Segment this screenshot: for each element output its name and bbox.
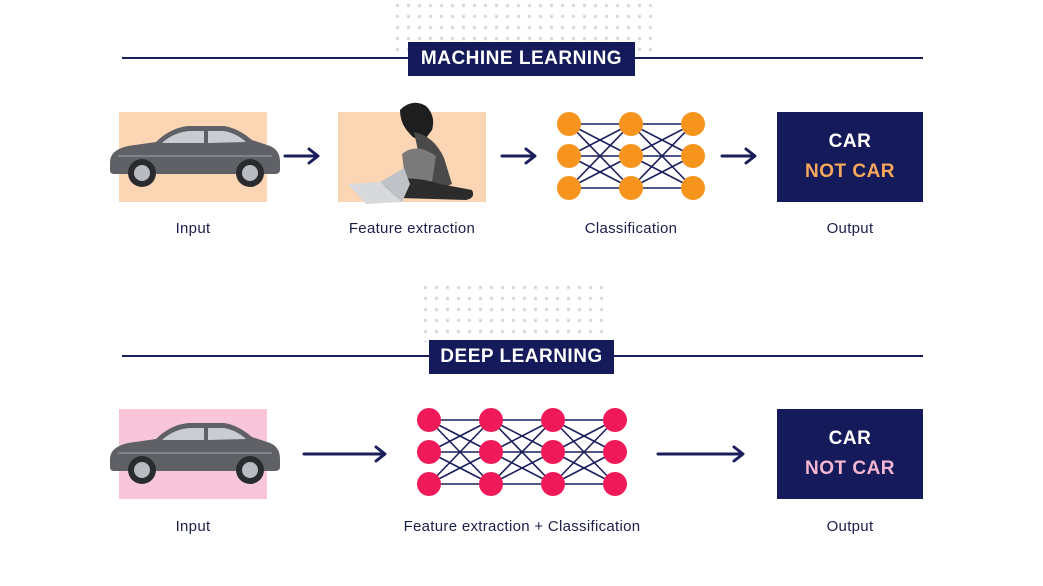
dl-feature-classification-label: Feature extraction + Classification bbox=[403, 518, 641, 535]
person-with-laptop-icon bbox=[348, 102, 474, 204]
ml-output-box: CAR NOT CAR bbox=[777, 112, 923, 202]
ml-output-car: CAR bbox=[828, 131, 872, 152]
dl-output-not-car: NOT CAR bbox=[804, 458, 896, 479]
dl-output-car: CAR bbox=[828, 428, 872, 449]
ml-input-label: Input bbox=[175, 220, 211, 237]
arrow-right-icon bbox=[500, 147, 537, 165]
dl-output-label: Output bbox=[826, 518, 874, 535]
ml-car-icon bbox=[110, 126, 280, 187]
ml-feature-label: Feature extraction bbox=[348, 220, 476, 237]
ml-section-title-text: MACHINE LEARNING bbox=[420, 48, 623, 69]
dl-input-label: Input bbox=[175, 518, 211, 535]
dot-pattern-middle bbox=[420, 282, 610, 342]
dl-section-title: DEEP LEARNING bbox=[429, 340, 614, 374]
dl-section-title-text: DEEP LEARNING bbox=[440, 346, 603, 367]
arrow-right-icon bbox=[720, 147, 757, 165]
arrow-right-icon bbox=[283, 147, 320, 165]
dl-output-box: CAR NOT CAR bbox=[777, 409, 923, 499]
dl-neural-network-icon bbox=[417, 408, 627, 496]
dl-car-icon bbox=[110, 423, 280, 484]
arrow-right-icon bbox=[656, 445, 745, 463]
ml-section-title: MACHINE LEARNING bbox=[408, 42, 635, 76]
ml-neural-network-icon bbox=[557, 112, 705, 200]
ml-output-label: Output bbox=[826, 220, 874, 237]
ml-output-not-car: NOT CAR bbox=[804, 161, 896, 182]
arrow-right-icon bbox=[302, 445, 387, 463]
ml-classification-label: Classification bbox=[584, 220, 678, 237]
